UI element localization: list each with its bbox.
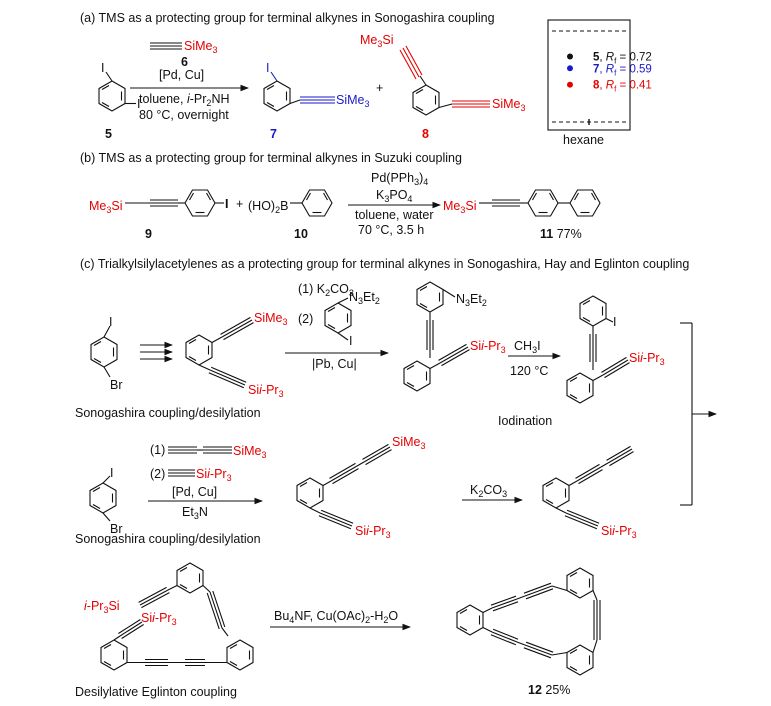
step2-catalyst: |Pb, Cu| — [312, 357, 357, 371]
desilylation-reagent: K2CO3 — [470, 483, 507, 499]
reagent-6-silyl: SiMe3 — [184, 39, 218, 55]
iodination-reagent: CH3I — [514, 339, 541, 355]
row2-reagent2-structure — [168, 469, 195, 477]
svg-text:Sii-Pr3: Sii-Pr3 — [196, 467, 232, 483]
svg-text:Me3Si: Me3Si — [360, 33, 394, 49]
compound-8-number: 8 — [422, 127, 429, 141]
svg-text:I: I — [109, 315, 112, 329]
macrocycle-12-structure — [456, 567, 601, 676]
iodination-temp: 120 °C — [510, 364, 548, 378]
conditions-a: 80 °C, overnight — [139, 108, 229, 122]
intermediate-c5-structure — [542, 445, 634, 530]
row2-reagent2-number: (2) — [150, 467, 165, 481]
row2-reagent1-number: (1) — [150, 443, 165, 457]
section-a-title: (a) TMS as a protecting group for termin… — [80, 11, 495, 25]
sm-c1-structure — [90, 325, 118, 378]
compound-9-silyl: Me3Si — [89, 199, 123, 215]
svg-text:SiMe3: SiMe3 — [254, 311, 288, 327]
svg-text:N3Et2: N3Et2 — [349, 290, 380, 306]
conditions-b: 70 °C, 3.5 h — [358, 223, 424, 237]
reagent-6-structure — [150, 42, 182, 50]
section-c-title: (c) Trialkylsilylacetylenes as a protect… — [80, 257, 689, 271]
compound-7-number: 7 — [270, 127, 277, 141]
compound-10-formula: (HO)2B — [248, 199, 288, 215]
tlc-spots: 5, Rf = 0.727, Rf = 0.59 8, Rf = 0.41 — [567, 51, 652, 94]
svg-text:i-Pr3Si: i-Pr3Si — [84, 599, 120, 615]
svg-text:SiMe3: SiMe3 — [492, 97, 526, 113]
compound-10-number: 10 — [294, 227, 308, 241]
catalyst-b: Pd(PPh3)4 — [371, 171, 428, 187]
row2-label: Sonogashira coupling/desilylation — [75, 532, 261, 546]
tlc-solvent: hexane — [563, 133, 604, 147]
svg-text:Br: Br — [110, 522, 123, 536]
iodination-label: Iodination — [498, 414, 552, 428]
solvent-a: toluene, i-Pr2NH — [139, 92, 230, 108]
multi-step-arrows — [140, 341, 174, 363]
svg-text:Sii-Pr3: Sii-Pr3 — [601, 524, 637, 540]
svg-text:Sii-Pr3: Sii-Pr3 — [629, 351, 665, 367]
svg-text:SiMe3: SiMe3 — [233, 444, 267, 460]
row2-reagent1-structure — [168, 446, 232, 454]
section-b-title: (b) TMS as a protecting group for termin… — [80, 151, 462, 165]
reagent-6-number: 6 — [181, 55, 188, 69]
svg-text:Sii-Pr3: Sii-Pr3 — [141, 611, 177, 627]
eglinton-precursor-structure — [100, 562, 254, 671]
svg-text:Sii-Pr3: Sii-Pr3 — [248, 383, 284, 399]
svg-text:SiMe3: SiMe3 — [392, 435, 426, 451]
svg-text:I: I — [137, 97, 140, 111]
eglinton-reagent: Bu4NF, Cu(OAc)2-H2O — [274, 609, 398, 625]
svg-text:I: I — [613, 315, 616, 329]
tlc-label-5: 5, Rf = 0.72 — [593, 51, 652, 65]
compound-12-label: 12 25% — [528, 683, 570, 697]
tlc-label-8: 8, Rf = 0.41 — [593, 80, 652, 94]
tlc-plate — [547, 19, 631, 131]
converging-bracket — [680, 322, 718, 506]
svg-text:N3Et2: N3Et2 — [456, 292, 487, 308]
triazene-reagent-structure — [324, 297, 352, 341]
row2-base: Et3N — [182, 505, 208, 521]
svg-text:+: + — [236, 197, 243, 211]
svg-text:Sii-Pr3: Sii-Pr3 — [470, 339, 506, 355]
tlc-label-7: 7, Rf = 0.59 — [593, 63, 652, 77]
compound-9-structure — [125, 189, 224, 217]
intermediate-c1-structure — [185, 316, 254, 389]
compound-7-structure — [263, 71, 335, 112]
svg-text:I: I — [101, 61, 104, 75]
compound-5-structure — [98, 71, 136, 112]
tlc-spot-8 — [567, 81, 573, 88]
svg-text:I: I — [266, 61, 269, 75]
solvent-b: toluene, water — [355, 208, 434, 222]
svg-text:Br: Br — [110, 378, 123, 392]
compound-9-number: 9 — [145, 227, 152, 241]
tlc-spot-5 — [567, 53, 573, 60]
plus-a: + — [376, 81, 383, 95]
compound-11-label: 11 77% — [540, 227, 582, 241]
step2-reagent2: (2) — [298, 312, 313, 326]
svg-text:Sii-Pr3: Sii-Pr3 — [355, 524, 391, 540]
step2-reagent1: (1) K2CO3 — [298, 282, 354, 298]
eglinton-label: Desilylative Eglinton coupling — [75, 685, 237, 699]
compound-5-number: 5 — [105, 127, 112, 141]
svg-text:I: I — [349, 334, 352, 348]
row2-catalyst: [Pd, Cu] — [172, 485, 217, 499]
sm-c2-structure — [89, 475, 117, 522]
intermediate-c4-structure — [296, 443, 392, 530]
intermediate-c2-structure — [403, 281, 470, 392]
base-b: K3PO4 — [376, 188, 412, 204]
catalyst-a: [Pd, Cu] — [159, 68, 204, 82]
svg-text:I: I — [110, 466, 113, 480]
svg-text:I: I — [225, 197, 228, 211]
intermediate-c3-structure — [566, 295, 630, 404]
compound-8-structure — [399, 45, 490, 116]
compound-11-silyl: Me3Si — [443, 199, 477, 215]
svg-text:SiMe3: SiMe3 — [336, 93, 370, 109]
step1-label: Sonogashira coupling/desilylation — [75, 406, 261, 420]
compound-11-structure — [479, 189, 601, 217]
compound-10-structure — [290, 189, 333, 217]
tlc-spot-7 — [567, 65, 573, 72]
